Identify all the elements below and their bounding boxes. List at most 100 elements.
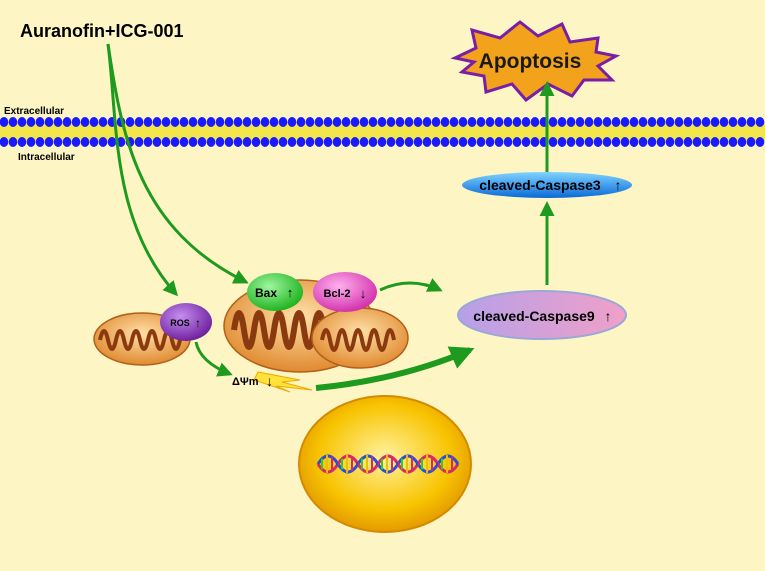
lipid-head	[215, 117, 225, 127]
lipid-head	[728, 137, 738, 147]
ros-label: ROS	[170, 318, 190, 328]
apoptosis-label: Apoptosis	[479, 50, 582, 73]
lipid-head	[242, 117, 252, 127]
lipid-head	[98, 137, 108, 147]
lipid-head	[548, 137, 558, 147]
arrow-mmp-to-caspase9	[315, 346, 475, 391]
spark-shape	[253, 371, 313, 393]
arrow-drug-to-ros	[106, 43, 178, 297]
lipid-head	[395, 137, 405, 147]
lipid-head	[629, 117, 639, 127]
lipid-head	[305, 117, 315, 127]
lipid-head	[251, 117, 261, 127]
lipid-head	[98, 117, 108, 127]
lipid-head	[656, 117, 666, 127]
dna-helix-icon	[316, 454, 460, 474]
lipid-head	[584, 117, 594, 127]
lipid-head	[224, 137, 234, 147]
bcl2-blob	[313, 272, 377, 312]
lipid-head	[755, 137, 765, 147]
lipid-head	[575, 137, 585, 147]
lipid-head	[647, 137, 657, 147]
lipid-head	[170, 137, 180, 147]
lipid-head	[89, 117, 99, 127]
ros-blob	[160, 303, 212, 341]
lipid-head	[422, 137, 432, 147]
lipid-head	[269, 137, 279, 147]
lipid-head	[377, 117, 387, 127]
nucleus	[298, 395, 472, 533]
lipid-head	[53, 137, 63, 147]
lipid-head	[17, 137, 27, 147]
lipid-head	[683, 137, 693, 147]
lipid-head	[179, 137, 189, 147]
lipid-head	[125, 117, 135, 127]
lipid-head	[260, 137, 270, 147]
mitochondrion-right-cristae	[320, 328, 396, 352]
lipid-head	[530, 117, 540, 127]
lipid-head	[386, 117, 396, 127]
lipid-head	[206, 117, 216, 127]
lipid-head	[0, 117, 9, 127]
drug-label: Auranofin+ICG-001	[20, 21, 184, 41]
lipid-head	[638, 137, 648, 147]
membrane-heads-top	[0, 117, 765, 127]
lipid-head	[476, 137, 486, 147]
lipid-head	[494, 117, 504, 127]
lipid-head	[44, 117, 54, 127]
lipid-head	[557, 137, 567, 147]
nucleus-body	[298, 395, 472, 533]
caspase3-node: cleaved-Caspase3 ↑	[462, 172, 632, 198]
lipid-head	[233, 137, 243, 147]
ros-node: ROS ↑	[160, 303, 212, 341]
lipid-head	[359, 117, 369, 127]
lipid-head	[485, 117, 495, 127]
lipid-head	[494, 137, 504, 147]
lipid-head	[386, 137, 396, 147]
dna-rungs	[321, 455, 458, 473]
lipid-head	[575, 117, 585, 127]
lipid-head	[233, 117, 243, 127]
lipid-head	[62, 137, 72, 147]
lipid-head	[179, 117, 189, 127]
lipid-head	[422, 117, 432, 127]
arrow-drug-to-mitochondria	[106, 43, 249, 284]
lipid-head	[404, 117, 414, 127]
lipid-head	[458, 117, 468, 127]
lipid-head	[134, 137, 144, 147]
lipid-head	[44, 137, 54, 147]
lipid-head	[350, 137, 360, 147]
lipid-head	[80, 117, 90, 127]
caspase9-ellipse	[457, 290, 627, 340]
lipid-head	[566, 137, 576, 147]
lipid-head	[701, 137, 711, 147]
apoptosis-star: Apoptosis	[450, 20, 621, 103]
lipid-head	[611, 137, 621, 147]
lipid-head	[602, 137, 612, 147]
lipid-head	[701, 117, 711, 127]
lipid-head	[395, 117, 405, 127]
lipid-head	[287, 137, 297, 147]
lipid-head	[404, 137, 414, 147]
lipid-head	[413, 137, 423, 147]
lipid-head	[440, 117, 450, 127]
lipid-head	[602, 117, 612, 127]
lipid-head	[593, 137, 603, 147]
lipid-head	[0, 137, 9, 147]
intracellular-label: Intracellular	[18, 152, 75, 163]
lipid-head	[737, 137, 747, 147]
lipid-head	[188, 137, 198, 147]
lipid-head	[512, 137, 522, 147]
lipid-head	[368, 137, 378, 147]
lipid-head	[503, 137, 513, 147]
arrow-ros-to-mmp	[194, 341, 233, 377]
lipid-head	[593, 117, 603, 127]
lipid-head	[197, 137, 207, 147]
apoptosis-star-shape	[450, 20, 621, 103]
bax-node: Bax ↑	[247, 273, 303, 311]
caspase9-node: cleaved-Caspase9 ↑	[457, 290, 627, 340]
lipid-head	[278, 137, 288, 147]
lipid-head	[611, 117, 621, 127]
lipid-head	[710, 137, 720, 147]
lipid-head	[152, 137, 162, 147]
